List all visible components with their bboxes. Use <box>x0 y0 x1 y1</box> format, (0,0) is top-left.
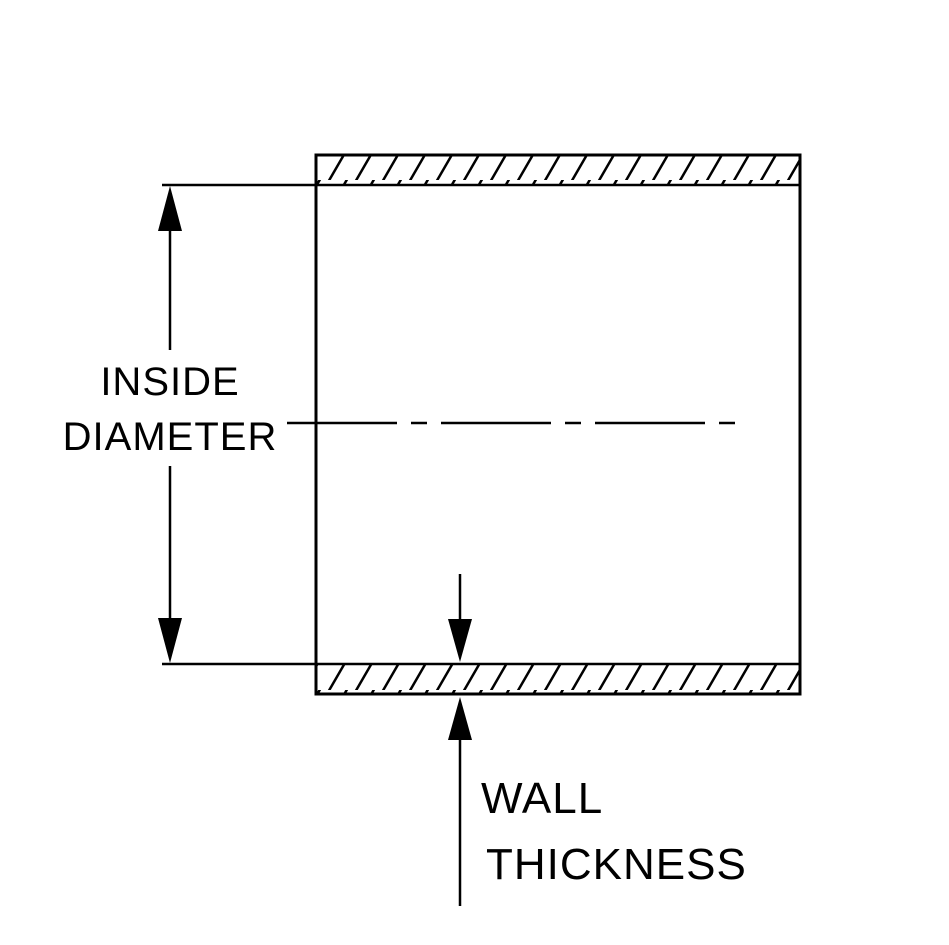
wall-thickness-arrow-up-icon <box>448 697 472 740</box>
inside-diameter-arrow-down-icon <box>158 618 182 663</box>
wall-thickness-label-line2: THICKNESS <box>486 840 747 889</box>
top-wall-hatch <box>314 153 802 187</box>
bottom-wall-hatch <box>314 662 802 696</box>
wall-thickness-arrow-down-icon <box>448 619 472 662</box>
wall-thickness-label-line1: WALL <box>481 774 603 823</box>
inside-diameter-label-line1: INSIDE <box>100 360 239 404</box>
inside-diameter-label-line2: DIAMETER <box>63 415 278 459</box>
inside-diameter-arrow-up-icon <box>158 186 182 231</box>
tube-outline <box>314 153 802 696</box>
